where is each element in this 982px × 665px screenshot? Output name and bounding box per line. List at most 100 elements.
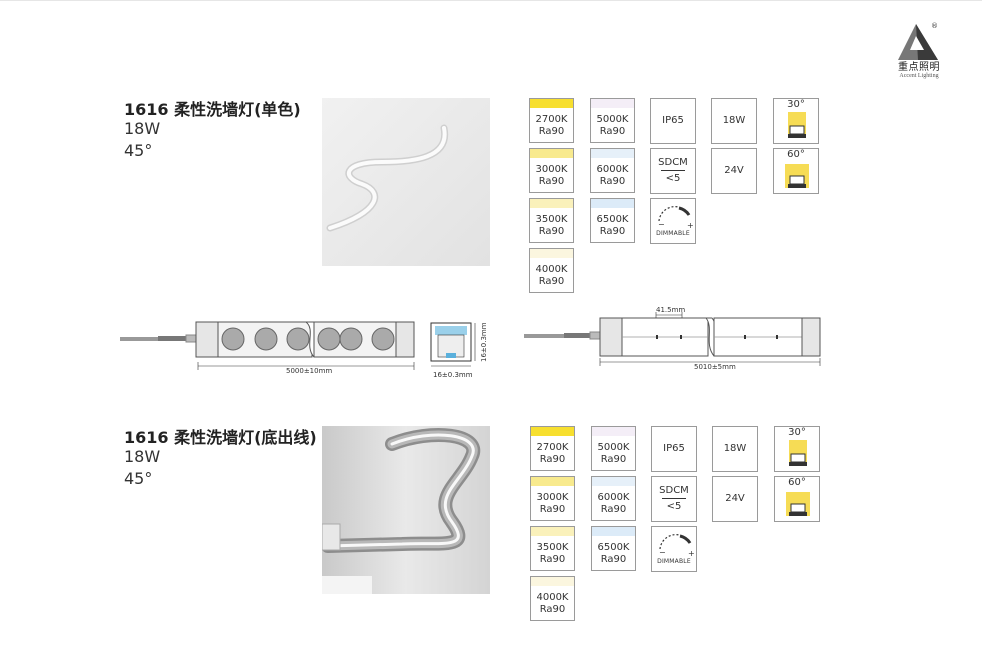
brand-name-en: Accent Lighting bbox=[899, 73, 939, 79]
dim-pitch: 41.5mm bbox=[656, 306, 685, 314]
swatch-cct: 2700K bbox=[536, 442, 569, 453]
swatch-cct: 6500K bbox=[597, 542, 630, 553]
product-angle: 45° bbox=[124, 141, 153, 160]
top-divider bbox=[0, 0, 982, 1]
swatch-color bbox=[591, 149, 634, 158]
sdcm-rule bbox=[661, 170, 685, 171]
dim-length-left: 5000±10mm bbox=[286, 367, 332, 375]
swatch-ra: Ra90 bbox=[600, 504, 627, 515]
brand-logo: ® 重点照明 Accent Lighting bbox=[892, 22, 946, 84]
swatch-cct: 3000K bbox=[536, 492, 569, 503]
swatch-color bbox=[531, 477, 574, 486]
beam-angle: 30° bbox=[788, 427, 806, 438]
swatch-ra: Ra90 bbox=[539, 554, 566, 565]
wattage: 18W bbox=[722, 115, 746, 126]
beam-30-box: 30° bbox=[774, 426, 820, 472]
voltage-box: 24V bbox=[712, 476, 758, 522]
swatch-ra: Ra90 bbox=[599, 126, 626, 137]
voltage: 24V bbox=[725, 493, 745, 504]
svg-text:+: + bbox=[687, 221, 694, 230]
ip-rating-box: IP65 bbox=[650, 98, 696, 144]
voltage: 24V bbox=[724, 165, 744, 176]
wattage-box: 18W bbox=[712, 426, 758, 472]
swatch-ra: Ra90 bbox=[600, 554, 627, 565]
beam-narrow-icon bbox=[789, 440, 807, 466]
swatch-color bbox=[531, 527, 574, 536]
voltage-box: 24V bbox=[711, 148, 757, 194]
beam-wide-icon bbox=[785, 164, 809, 188]
brand-name-cn: 重点照明 bbox=[898, 62, 940, 73]
swatch-cct: 6000K bbox=[597, 492, 630, 503]
swatch-cct: 5000K bbox=[597, 442, 630, 453]
svg-text:+: + bbox=[688, 549, 695, 558]
swatch-ra: Ra90 bbox=[599, 176, 626, 187]
swatch-cct: 6500K bbox=[596, 214, 629, 225]
wattage: 18W bbox=[723, 443, 747, 454]
dimmer-icon: − + bbox=[659, 534, 695, 558]
swatch-cct: 2700K bbox=[535, 114, 568, 125]
beam-angle: 60° bbox=[788, 477, 806, 488]
swatch-ra: Ra90 bbox=[599, 226, 626, 237]
product-photo bbox=[322, 98, 490, 266]
product-angle: 45° bbox=[124, 469, 153, 488]
swatch-cct: 5000K bbox=[596, 114, 629, 125]
swatch-color bbox=[531, 427, 574, 436]
swatch-ra: Ra90 bbox=[538, 276, 565, 287]
ip-rating: IP65 bbox=[662, 115, 684, 126]
sdcm-label: SDCM bbox=[659, 485, 689, 496]
ip-rating-box: IP65 bbox=[651, 426, 697, 472]
side-view-drawing: 5000±10mm 16±0.3mm 16±0.3mm bbox=[120, 310, 500, 384]
beam-60-box: 60° bbox=[773, 148, 819, 194]
dimmable-box: − + DIMMABLE bbox=[650, 198, 696, 244]
logo-triangle-icon bbox=[898, 24, 938, 60]
beam-60-box: 60° bbox=[774, 476, 820, 522]
sdcm-box: SDCM <5 bbox=[651, 476, 697, 522]
swatch-cct: 3500K bbox=[536, 542, 569, 553]
swatch-ra: Ra90 bbox=[539, 504, 566, 515]
swatch-color bbox=[592, 527, 635, 536]
swatch-cct: 3000K bbox=[535, 164, 568, 175]
sdcm-label: SDCM bbox=[658, 157, 688, 168]
beam-narrow-icon bbox=[788, 112, 806, 138]
swatch-color bbox=[591, 99, 634, 108]
swatch-ra: Ra90 bbox=[538, 126, 565, 137]
sdcm-value: <5 bbox=[665, 173, 681, 184]
ip-rating: IP65 bbox=[663, 443, 685, 454]
sdcm-value: <5 bbox=[666, 501, 682, 512]
dimmable-box: − + DIMMABLE bbox=[651, 526, 697, 572]
swatch-color bbox=[530, 249, 573, 258]
sdcm-box: SDCM <5 bbox=[650, 148, 696, 194]
product-title: 1616 柔性洗墙灯(底出线) bbox=[124, 428, 317, 447]
swatch-ra: Ra90 bbox=[539, 604, 566, 615]
dimmable-label: DIMMABLE bbox=[657, 558, 691, 565]
swatch-color bbox=[591, 199, 634, 208]
swatch-color bbox=[592, 477, 635, 486]
swatch-cct: 4000K bbox=[535, 264, 568, 275]
swatch-ra: Ra90 bbox=[539, 454, 566, 465]
beam-angle: 60° bbox=[787, 149, 805, 160]
svg-text:−: − bbox=[659, 548, 666, 557]
swatch-color bbox=[530, 149, 573, 158]
product-photo bbox=[322, 426, 490, 594]
swatch-cct: 4000K bbox=[536, 592, 569, 603]
beam-angle: 30° bbox=[787, 99, 805, 110]
top-view-drawing: 41.5mm 5010±5mm bbox=[524, 300, 824, 379]
swatch-color bbox=[530, 99, 573, 108]
product-power: 18W bbox=[124, 119, 161, 138]
sdcm-rule bbox=[662, 498, 686, 499]
swatch-ra: Ra90 bbox=[538, 176, 565, 187]
dim-length-right: 5010±5mm bbox=[694, 363, 736, 371]
